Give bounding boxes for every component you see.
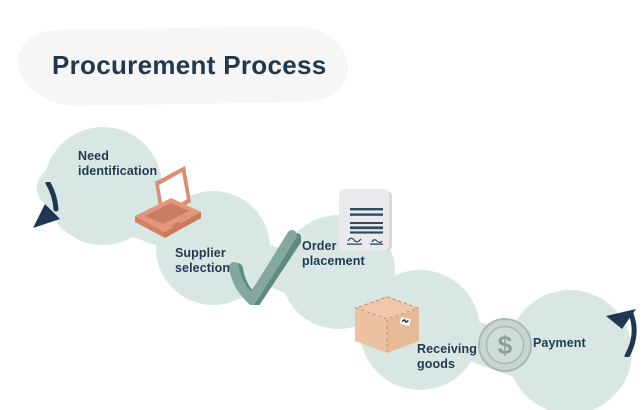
step-label-payment: Payment [533,336,586,350]
step-label-receiving-goods: Receiving goods [417,342,477,371]
document-icon [339,189,392,251]
box-icon [355,296,419,353]
step-label-need-identification: Need identification [78,149,158,178]
checkmark-icon [229,230,301,305]
entry-arrow-icon [33,182,60,228]
dollar-symbol: $ [498,330,513,360]
coin-icon: $ [478,318,532,372]
step-label-supplier-selection: Supplier selection [175,246,231,275]
laptop-icon [135,166,201,238]
box-label [399,317,411,326]
step-label-order-placement: Order placement [302,239,365,268]
page-title: Procurement Process [52,50,327,80]
exit-arrow-icon [606,309,637,357]
